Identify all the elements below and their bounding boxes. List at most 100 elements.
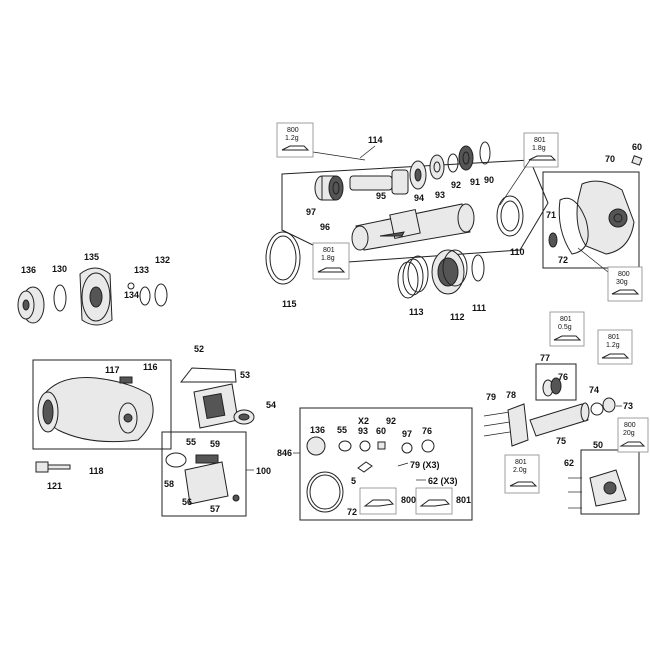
svg-text:58: 58 — [164, 479, 174, 489]
lube-800-1-2g: 800 1.2g — [276, 122, 314, 158]
svg-text:62 (X3): 62 (X3) — [428, 476, 458, 486]
svg-text:2.0g: 2.0g — [513, 467, 527, 474]
part-113: 113 — [397, 255, 429, 317]
svg-text:76: 76 — [422, 426, 432, 436]
svg-text:118: 118 — [89, 466, 104, 476]
part-95: 95 — [349, 169, 409, 201]
lube-800-30g: 800 30g — [607, 266, 643, 302]
svg-text:93: 93 — [358, 426, 368, 436]
svg-text:56: 56 — [182, 497, 192, 507]
svg-text:70: 70 — [605, 154, 615, 164]
svg-text:801: 801 — [323, 247, 335, 254]
assembly-50-frame — [580, 449, 640, 515]
svg-text:100: 100 — [256, 466, 271, 476]
label-114: 114 — [368, 135, 383, 145]
label-96: 96 — [320, 222, 330, 232]
svg-text:5: 5 — [351, 476, 356, 486]
part-112: 112 — [431, 249, 468, 322]
svg-text:30g: 30g — [616, 279, 628, 286]
svg-text:72: 72 — [558, 255, 568, 265]
svg-text:117: 117 — [105, 365, 120, 375]
svg-text:133: 133 — [134, 265, 149, 275]
lube-801-2-0g: 801 2.0g — [504, 454, 540, 494]
svg-text:110: 110 — [510, 247, 525, 257]
kit-846-frame — [299, 407, 473, 521]
assembly-114: 114 800 1.2g 801 1.8g 97 96 — [265, 122, 559, 322]
svg-text:59: 59 — [210, 439, 220, 449]
svg-text:132: 132 — [155, 255, 170, 265]
part-91: 91 — [458, 145, 480, 187]
svg-text:1.8g: 1.8g — [532, 145, 546, 152]
svg-text:52: 52 — [194, 344, 204, 354]
svg-text:54: 54 — [266, 400, 276, 410]
assembly-70: 70 60 71 72 800 30g — [542, 142, 643, 302]
part-90: 90 — [479, 141, 494, 185]
svg-text:76: 76 — [558, 372, 568, 382]
svg-text:95: 95 — [376, 191, 386, 201]
svg-text:79: 79 — [486, 392, 496, 402]
assembly-100: 55 59 58 56 57 100 — [161, 431, 271, 517]
svg-text:77: 77 — [540, 353, 550, 363]
lube-801-1-2g: 801 1.2g — [597, 329, 633, 365]
svg-text:91: 91 — [470, 177, 480, 187]
svg-text:90: 90 — [484, 175, 494, 185]
svg-text:800: 800 — [401, 495, 416, 505]
part-92: 92 — [447, 153, 461, 190]
assembly-75: 801 0.5g 801 1.2g 77 76 74 73 79 78 75 8 — [483, 311, 633, 494]
part-121: 121 — [35, 461, 71, 491]
part-93: 93 — [429, 154, 445, 200]
svg-text:136: 136 — [310, 425, 325, 435]
svg-text:62: 62 — [564, 458, 574, 468]
svg-text:20g: 20g — [623, 430, 635, 437]
svg-text:801: 801 — [608, 334, 620, 341]
svg-text:78: 78 — [506, 390, 516, 400]
svg-text:121: 121 — [47, 481, 62, 491]
svg-text:112: 112 — [450, 312, 465, 322]
svg-text:74: 74 — [589, 385, 599, 395]
assembly-52-54: 52 53 54 — [179, 344, 276, 429]
svg-text:115: 115 — [282, 299, 297, 309]
svg-text:800: 800 — [287, 127, 299, 134]
lube-801-1-8g-left: 801 1.8g — [312, 242, 350, 280]
svg-text:1.8g: 1.8g — [321, 255, 335, 262]
svg-text:X2: X2 — [358, 416, 369, 426]
assembly-100-frame — [161, 431, 247, 517]
lube-801-1-8g-top: 801 1.8g — [499, 132, 559, 206]
part-97: 97 — [306, 175, 344, 217]
svg-text:94: 94 — [414, 193, 424, 203]
svg-text:800: 800 — [624, 422, 636, 429]
svg-text:75: 75 — [556, 436, 566, 446]
lube-801-0-5g: 801 0.5g — [549, 311, 585, 347]
svg-text:92: 92 — [451, 180, 461, 190]
barrel — [351, 203, 475, 251]
svg-text:801: 801 — [534, 137, 546, 144]
svg-text:113: 113 — [409, 307, 424, 317]
svg-text:55: 55 — [337, 425, 347, 435]
svg-text:111: 111 — [472, 303, 486, 313]
svg-text:53: 53 — [240, 370, 250, 380]
svg-text:57: 57 — [210, 504, 220, 514]
svg-text:800: 800 — [618, 271, 630, 278]
svg-text:72: 72 — [347, 507, 357, 517]
svg-text:801: 801 — [515, 459, 527, 466]
svg-text:846: 846 — [277, 448, 292, 458]
part-115: 115 — [265, 231, 301, 309]
svg-text:134: 134 — [124, 290, 139, 300]
svg-text:801: 801 — [560, 316, 572, 323]
svg-text:135: 135 — [84, 252, 99, 262]
assembly-50: 50 800 20g 62 — [564, 417, 649, 515]
part-110: 110 — [496, 195, 525, 257]
assembly-118-frame — [32, 359, 172, 450]
svg-text:97: 97 — [306, 207, 316, 217]
assembly-70-frame — [542, 171, 640, 269]
svg-text:93: 93 — [435, 190, 445, 200]
lube-800-20g: 800 20g — [617, 417, 649, 453]
part-111: 111 — [471, 254, 486, 313]
svg-text:116: 116 — [143, 362, 158, 372]
svg-text:79 (X3): 79 (X3) — [410, 460, 440, 470]
svg-text:130: 130 — [52, 264, 67, 274]
nose-assembly: 136 130 135 133 134 132 — [17, 252, 170, 326]
svg-text:92: 92 — [386, 416, 396, 426]
svg-text:801: 801 — [456, 495, 471, 505]
